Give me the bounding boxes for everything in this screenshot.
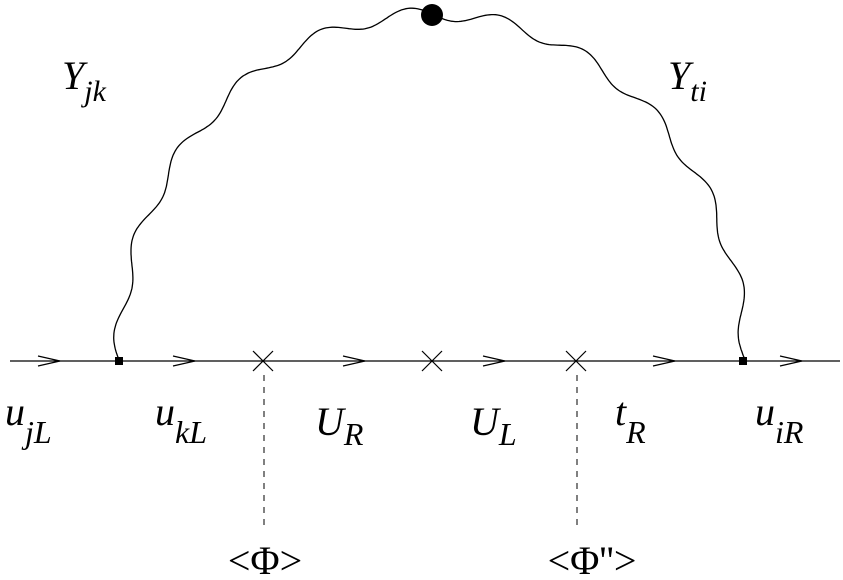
arrow-6: [779, 355, 803, 367]
label-u-jL: ujL: [5, 389, 52, 450]
label-y-ti: Yti: [668, 53, 707, 108]
label-vev-phi: <Φ>: [228, 538, 302, 580]
arrow-1: [37, 355, 61, 367]
vertex-right: [739, 357, 747, 365]
fermion-arrows: [37, 355, 803, 367]
arrow-3: [342, 355, 366, 367]
label-u-iR: uiR: [755, 389, 804, 450]
label-U-R: UR: [315, 399, 364, 452]
mass-insertion-3: [565, 350, 587, 372]
label-U-L: UL: [470, 399, 517, 452]
vertex-top-blob: [421, 4, 443, 26]
label-t-R: tR: [615, 389, 646, 450]
scalar-loop-line: [113, 7, 746, 361]
label-u-kL: ukL: [155, 389, 207, 450]
mass-insertion-2: [421, 350, 443, 372]
mass-insertion-1: [252, 350, 274, 372]
arrow-5: [652, 355, 676, 367]
arrow-4: [482, 355, 506, 367]
label-y-jk: Yjk: [62, 53, 107, 108]
arrow-2: [172, 355, 196, 367]
vertex-left: [115, 357, 123, 365]
label-vev-phipp: <Φ''>: [548, 538, 637, 580]
